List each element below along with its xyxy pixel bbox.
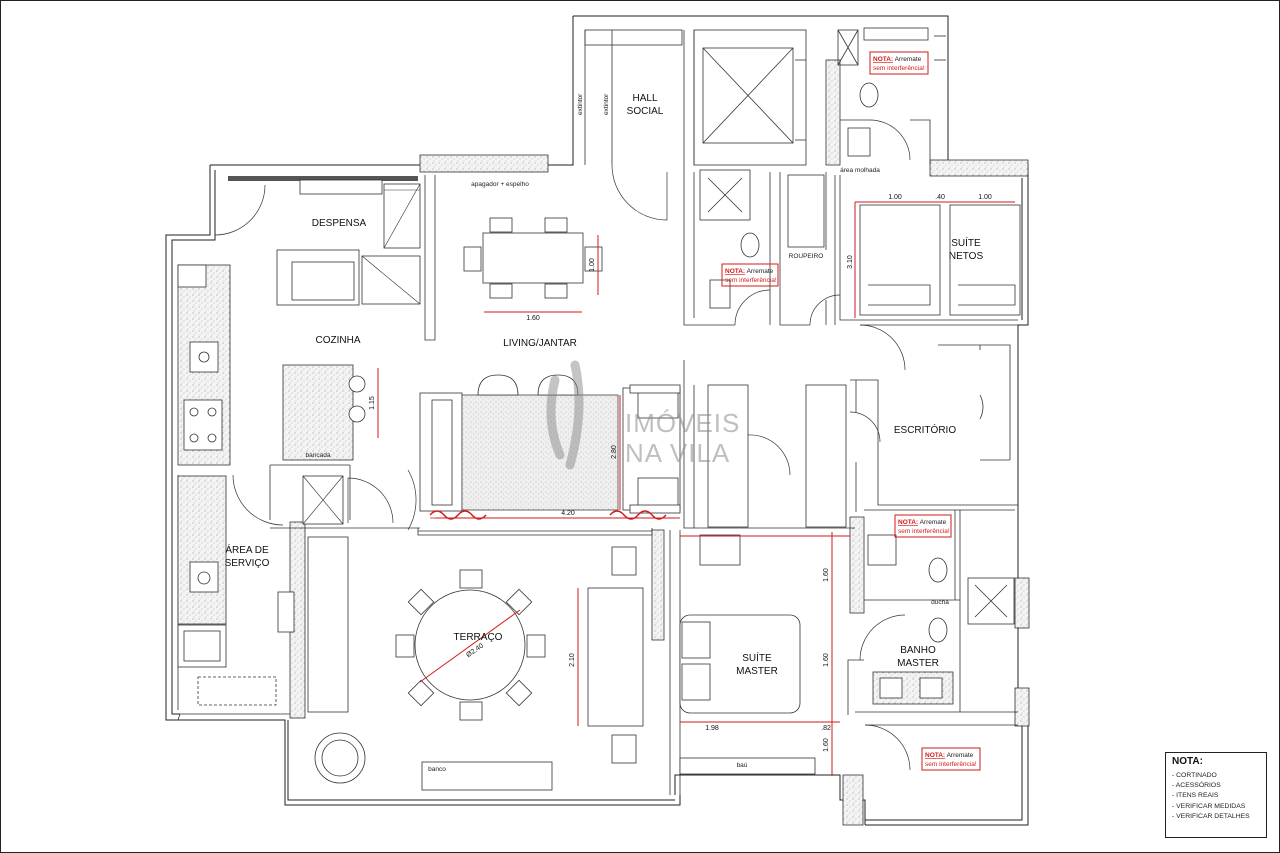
notes-legend-item: - VERIFICAR MEDIDAS bbox=[1172, 802, 1246, 810]
interior-walls bbox=[177, 27, 1018, 795]
notes-legend: NOTA: - CORTINADO - ACESSÓRIOS - ITENS R… bbox=[1165, 752, 1267, 838]
furniture bbox=[177, 82, 1021, 791]
doors bbox=[214, 119, 911, 771]
note-box-3: NOTA: Arremate sem interferência! bbox=[894, 514, 952, 538]
label-vertical-2: extintor bbox=[603, 93, 610, 115]
room-label-living: LIVING/JANTAR bbox=[503, 338, 577, 349]
room-label-hall-line2: SOCIAL bbox=[627, 106, 664, 117]
svg-text:1.60: 1.60 bbox=[823, 738, 830, 752]
svg-text:1.00: 1.00 bbox=[888, 194, 902, 201]
room-label-suite-netos-line2: NETOS bbox=[949, 251, 984, 262]
room-label-suite-master-line1: SUÍTE bbox=[742, 651, 772, 664]
room-label-suite-master-line2: MASTER bbox=[736, 666, 778, 677]
svg-text:1.00: 1.00 bbox=[589, 258, 596, 272]
label-roupeiro: ROUPEIRO bbox=[789, 253, 824, 260]
svg-text:NOTA: Arremate: NOTA: Arremate bbox=[873, 56, 922, 63]
notes-legend-item: - VERIFICAR DETALHES bbox=[1172, 812, 1250, 820]
svg-text:NOTA: Arremate: NOTA: Arremate bbox=[925, 752, 974, 759]
room-label-area-servico-line1: ÁREA DE bbox=[225, 543, 269, 556]
watermark-line2: NA VILA bbox=[625, 438, 730, 468]
watermark-line1: IMÓVEIS bbox=[625, 408, 740, 438]
svg-text:2.80: 2.80 bbox=[611, 445, 618, 459]
label-area-molhada: área molhada bbox=[840, 167, 880, 174]
svg-text:NOTA: Arremate: NOTA: Arremate bbox=[725, 268, 774, 275]
svg-text:1.00: 1.00 bbox=[978, 194, 992, 201]
label-bau: baú bbox=[737, 762, 748, 769]
svg-text:NOTA: Arremate: NOTA: Arremate bbox=[898, 519, 947, 526]
room-label-despensa: DESPENSA bbox=[312, 218, 367, 229]
room-label-escritorio: ESCRITÓRIO bbox=[894, 423, 956, 436]
room-label-banho-master-line2: MASTER bbox=[897, 658, 939, 669]
label-ducha: ducha bbox=[931, 599, 949, 606]
watermark: IMÓVEIS NA VILA bbox=[546, 360, 740, 470]
room-label-area-servico-line2: SERVIÇO bbox=[225, 558, 270, 569]
svg-text:3.10: 3.10 bbox=[847, 255, 854, 269]
svg-text:sem interferência!: sem interferência! bbox=[898, 528, 950, 535]
notes-legend-item: - ACESSÓRIOS bbox=[1172, 782, 1221, 790]
structural-walls bbox=[228, 59, 1030, 826]
svg-text:1.60: 1.60 bbox=[823, 653, 830, 667]
note-box-2: NOTA: Arremate sem interferência! bbox=[721, 263, 779, 287]
svg-text:sem interferência!: sem interferência! bbox=[725, 277, 777, 284]
room-label-banho-master-line1: BANHO bbox=[900, 645, 936, 656]
svg-text:.40: .40 bbox=[935, 194, 945, 201]
room-label-cozinha: COZINHA bbox=[316, 335, 361, 346]
notes-legend-item: - ITENS REAIS bbox=[1172, 792, 1219, 800]
room-label-hall-line1: HALL bbox=[632, 93, 657, 104]
small-labels: apagador + espelho área molhada ROUPEIRO… bbox=[306, 93, 950, 773]
svg-text:2.10: 2.10 bbox=[569, 653, 576, 667]
room-label-suite-netos-line1: SUÍTE bbox=[951, 236, 981, 249]
notes-legend-title: NOTA: bbox=[1172, 756, 1203, 767]
room-labels: HALL SOCIAL DESPENSA COZINHA LIVING/JANT… bbox=[225, 93, 984, 677]
svg-text:1.15: 1.15 bbox=[369, 396, 376, 410]
notes-legend-item: - CORTINADO bbox=[1172, 772, 1217, 779]
label-banco: banco bbox=[428, 766, 446, 773]
room-label-terraco: TERRAÇO bbox=[454, 632, 503, 643]
svg-text:sem interferência!: sem interferência! bbox=[873, 65, 925, 72]
svg-text:4.20: 4.20 bbox=[561, 510, 575, 517]
svg-text:1.60: 1.60 bbox=[823, 568, 830, 582]
label-bancada: bancada bbox=[306, 452, 331, 459]
label-apagador: apagador + espelho bbox=[471, 181, 529, 188]
svg-text:1.60: 1.60 bbox=[526, 315, 540, 322]
note-title: NOTA: bbox=[873, 56, 893, 63]
dimension-lines bbox=[377, 201, 1015, 776]
label-vertical-1: extintor bbox=[577, 93, 584, 115]
svg-text:1.98: 1.98 bbox=[705, 725, 719, 732]
svg-text:sem interferência!: sem interferência! bbox=[925, 761, 977, 768]
note-box-1: NOTA: Arremate sem interferência! bbox=[869, 51, 929, 75]
note-box-4: NOTA: Arremate sem interferência! bbox=[921, 747, 981, 771]
svg-text:.82: .82 bbox=[821, 725, 831, 732]
